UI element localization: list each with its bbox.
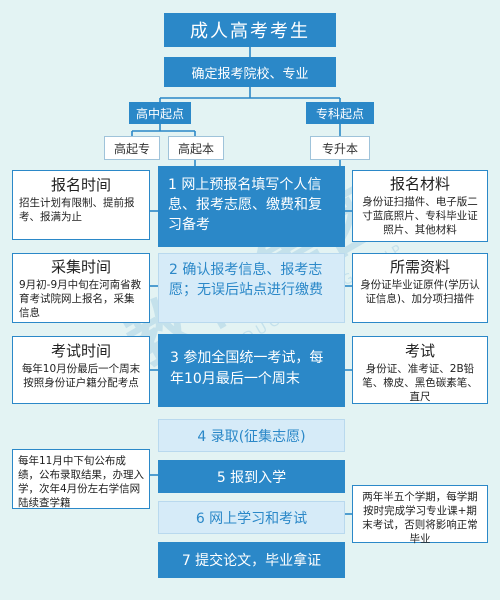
info-collection-time-title: 采集时间 [50,258,111,276]
info-exam-time-title: 考试时间 [50,342,111,360]
branch-high-school-label: 高中起点 [135,106,184,121]
info-registration-time-desc: 招生计划有限制、提前报考、报满为止 [19,197,135,223]
select-box: 确定报考院校、专业 [164,57,336,87]
step-1-label: 1 网上预报名填写个人信息、报考志愿、缴费和复习备考 [168,177,322,233]
info-registration-materials-desc: 身份证扫描件、电子版二寸蓝底照片、专科毕业证照片、其他材料 [362,196,478,236]
step-6-label: 6 网上学习和考试 [195,510,308,527]
info-required-documents: 所需资料 身份证毕业证原件(学历认证信息)、加分项扫描件 [352,253,488,323]
info-admission: 每年11月中下旬公布成绩，公布录取结果，办理入学，次年4月份左右学信网陆续查学籍 [12,449,150,509]
info-registration-materials-title: 报名材料 [389,175,450,193]
step-7: 7 提交论文，毕业拿证 [158,542,345,578]
info-collection-time: 采集时间 9月初-9月中旬在河南省教育考试院网上报名，采集信息 [12,253,150,323]
info-exam-items: 考试 身份证、准考证、2B铅笔、橡皮、黑色碳素笔、直尺 [352,336,488,404]
info-registration-materials: 报名材料 身份证扫描件、电子版二寸蓝底照片、专科毕业证照片、其他材料 [352,170,488,242]
title-box: 成人高考考生 [164,13,336,47]
info-collection-time-desc: 9月初-9月中旬在河南省教育考试院网上报名，采集信息 [19,279,142,319]
info-exam-time-desc: 每年10月份最后一个周末按照身份证户籍分配考点 [21,363,141,389]
step-7-label: 7 提交论文，毕业拿证 [181,553,322,569]
info-exam-time: 考试时间 每年10月份最后一个周末按照身份证户籍分配考点 [12,336,150,404]
step-5: 5 报到入学 [158,460,345,493]
tag-zhuanshengben-label: 专升本 [321,141,358,156]
info-registration-time-title: 报名时间 [50,176,111,194]
step-3: 3 参加全国统一考试，每年10月最后一个周末 [158,334,345,407]
branch-high-school: 高中起点 [129,102,191,124]
info-required-documents-desc: 身份证毕业证原件(学历认证信息)、加分项扫描件 [360,279,480,305]
tag-zhuanshengben: 专升本 [310,136,370,160]
info-registration-time: 报名时间 招生计划有限制、提前报考、报满为止 [12,170,150,240]
branch-college: 专科起点 [306,102,374,124]
step-4: 4 录取(征集志愿) [158,419,345,452]
tag-gaoqiben: 高起本 [168,136,224,160]
title-text: 成人高考考生 [190,21,310,42]
step-2: 2 确认报考信息、报考志愿；无误后站点进行缴费 [158,253,345,323]
tag-gaoqiben-label: 高起本 [177,141,214,156]
step-2-label: 2 确认报考信息、报考志愿；无误后站点进行缴费 [169,262,323,298]
step-1: 1 网上预报名填写个人信息、报考志愿、缴费和复习备考 [158,166,345,247]
info-admission-desc: 每年11月中下旬公布成绩，公布录取结果，办理入学，次年4月份左右学信网陆续查学籍 [18,455,144,509]
step-3-label: 3 参加全国统一考试，每年10月最后一个周末 [170,350,324,387]
info-exam-items-desc: 身份证、准考证、2B铅笔、橡皮、黑色碳素笔、直尺 [362,363,478,403]
step-6: 6 网上学习和考试 [158,501,345,534]
step-4-label: 4 录取(征集志愿) [197,428,306,445]
tag-gaoqizhuan: 高起专 [104,136,160,160]
branch-college-label: 专科起点 [315,106,364,121]
info-required-documents-title: 所需资料 [389,258,450,276]
info-study-period-desc: 两年半五个学期，每学期按时完成学习专业课+期末考试，否则将影响正常毕业 [362,491,478,545]
select-text: 确定报考院校、专业 [191,66,309,82]
info-exam-items-title: 考试 [404,342,435,360]
tag-gaoqizhuan-label: 高起专 [113,141,150,156]
info-study-period: 两年半五个学期，每学期按时完成学习专业课+期末考试，否则将影响正常毕业 [352,485,488,545]
step-5-label: 5 报到入学 [216,469,287,486]
